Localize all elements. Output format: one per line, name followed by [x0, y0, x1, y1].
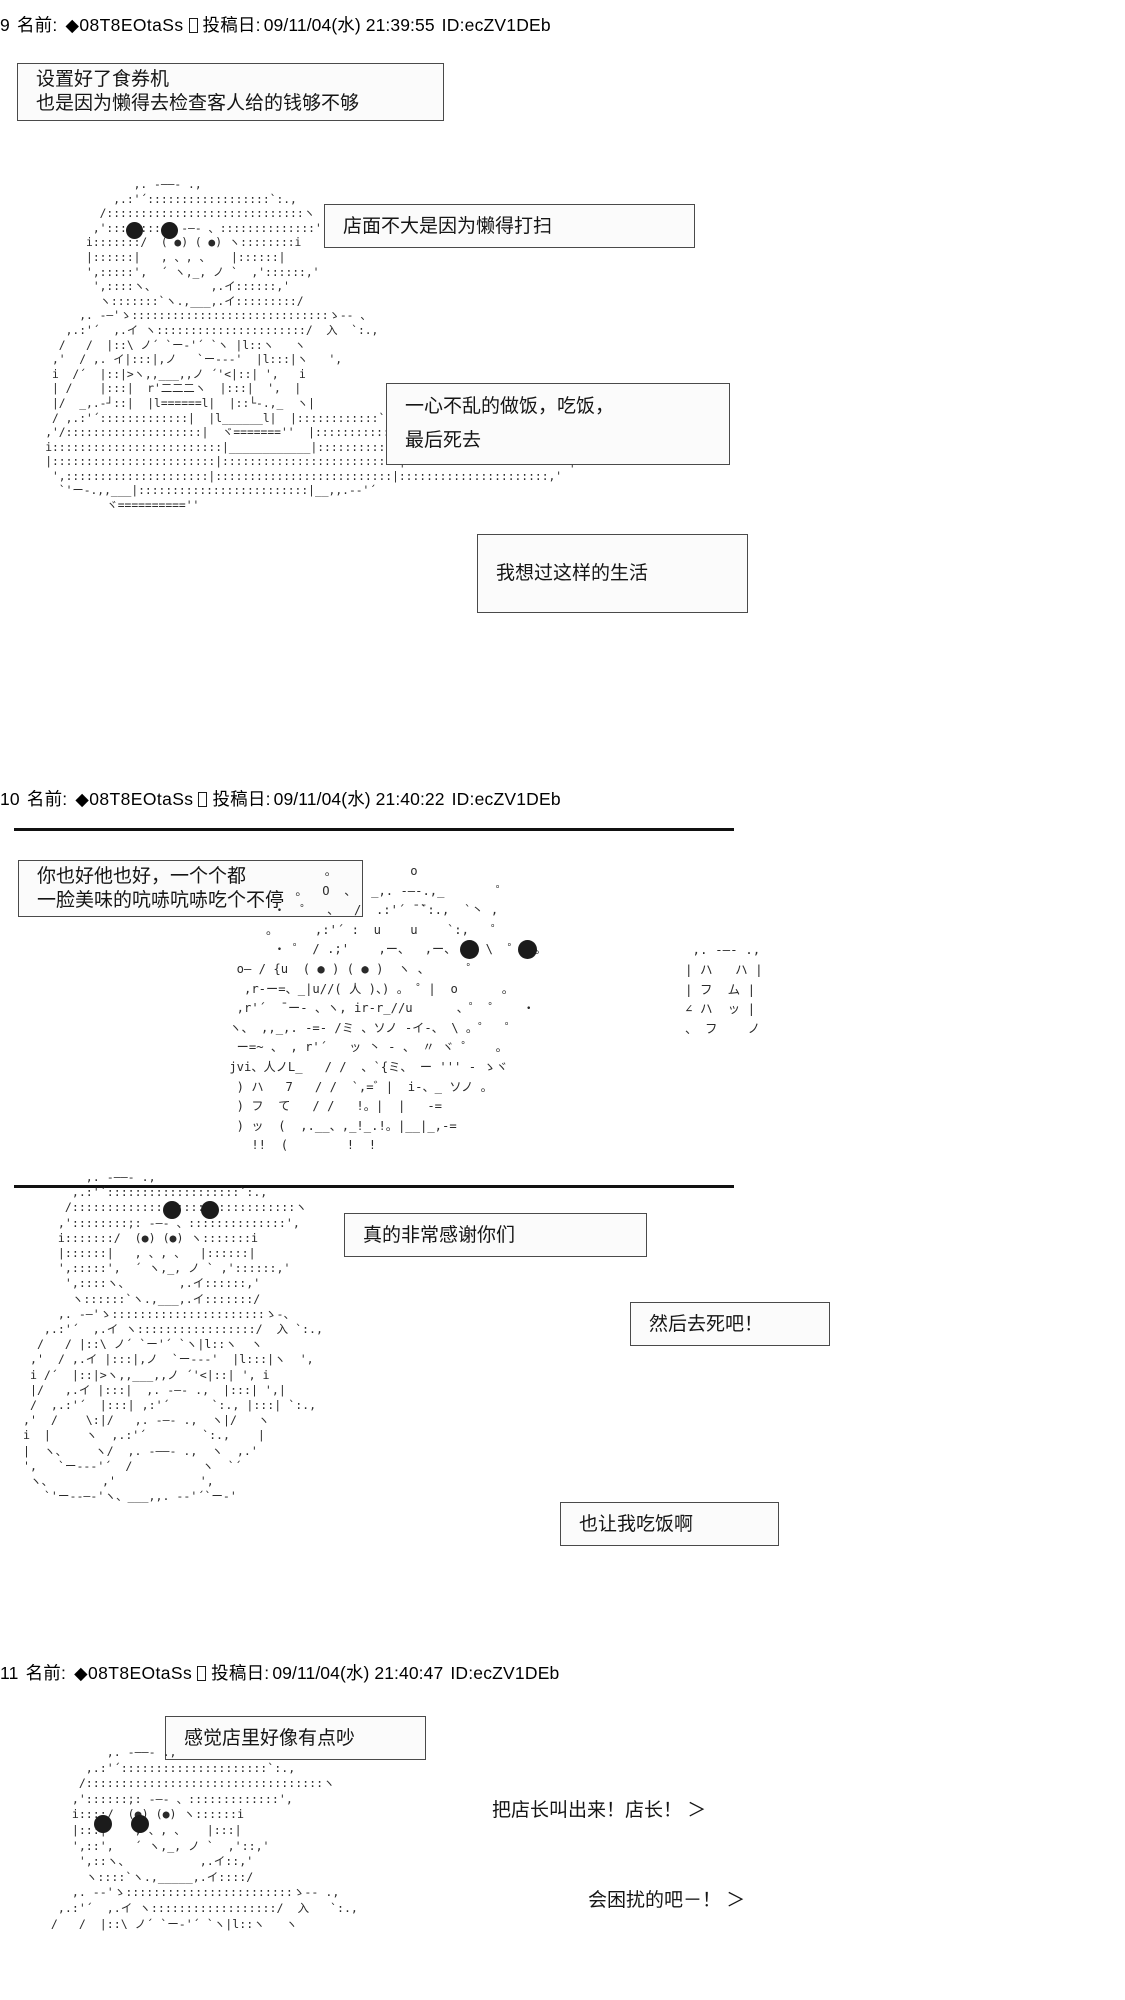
date-label: 投稿日: — [212, 789, 271, 809]
eye-left-icon — [163, 1201, 181, 1219]
post-number: 9 — [0, 15, 10, 35]
dialogue-line-call-manager: 把店长叫出来！店长！ ＞ — [492, 1800, 707, 1821]
speech-line: 设置好了食券机 — [36, 69, 170, 90]
frame-rule-top — [14, 828, 734, 831]
name-label: 名前: — [26, 789, 68, 809]
name-label: 名前: — [16, 15, 58, 35]
frame-rule-bottom — [14, 1185, 734, 1188]
post-id: ID:ecZV1DEb — [451, 789, 561, 809]
speech-line: 也是因为懒得去检查客人给的钱够不够 — [36, 93, 360, 114]
eye-right-icon — [518, 940, 537, 959]
speech-line: 真的非常感谢你们 — [363, 1224, 516, 1246]
speech-line: 店面不大是因为懒得打扫 — [343, 215, 553, 237]
post-date: 09/11/04(水) 21:39:55 — [263, 15, 435, 35]
post-date: 09/11/04(水) 21:40:22 — [273, 789, 445, 809]
eye-left-icon — [126, 222, 143, 239]
speech-box-p9-1: 设置好了食券机 也是因为懒得去检查客人给的钱够不够 — [17, 63, 444, 121]
speech-box-p10-1: 你也好他也好，一个个都 一脸美味的吭哧吭哧吃个不停 — [18, 860, 363, 917]
speech-line: 感觉店里好像有点吵 — [184, 1727, 356, 1749]
ascii-art-chef-2: ,. -――- ., ,.:'´:::::::::::::::::::`:., … — [22, 1170, 324, 1504]
post-id: ID:ecZV1DEb — [441, 15, 551, 35]
post-header-9: 9 名前: ◆08T8EOtaSs 投稿日:09/11/04(水) 21:39:55… — [0, 12, 551, 37]
post-number: 11 — [0, 1663, 19, 1683]
speech-line: 你也好他也好，一个个都 — [37, 865, 247, 887]
ascii-art-side-bubble: ,. -―- ., | ハ ハ | | フ ム | ∠ ハ ッ | 、 フ ノ — [685, 942, 763, 1037]
eye-right-icon — [161, 222, 178, 239]
speech-box-p11-1: 感觉店里好像有点吵 — [165, 1716, 426, 1760]
dialogue-line-trouble: 会困扰的吧－！ ＞ — [588, 1890, 746, 1911]
missing-glyph-icon — [188, 18, 198, 33]
date-label: 投稿日: — [202, 15, 261, 35]
speech-line: 也让我吃饭啊 — [579, 1513, 694, 1535]
speech-line: 我想过这样的生活 — [496, 563, 649, 584]
eye-right-icon — [201, 1201, 219, 1219]
name-label: 名前: — [25, 1663, 67, 1683]
post-header-10: 10 名前: ◆08T8EOtaSs 投稿日:09/11/04(水) 21:40:2… — [0, 786, 561, 811]
speech-line: 一心不乱的做饭，吃饭， — [405, 396, 615, 417]
speech-line: 最后死去 — [405, 430, 482, 451]
ascii-art-chef-1: ,. -――- ., ,.:'´::::::::::::::::::`:., /… — [45, 178, 576, 513]
speech-box-p10-3: 然后去死吧！ — [630, 1302, 830, 1346]
eye-right-icon — [131, 1815, 149, 1833]
post-header-11: 11 名前: ◆08T8EOtaSs 投稿日:09/11/04(水) 21:40:4… — [0, 1660, 560, 1685]
tripcode[interactable]: ◆08T8EOtaSs — [74, 1663, 193, 1683]
tripcode[interactable]: ◆08T8EOtaSs — [65, 15, 184, 35]
post-number: 10 — [0, 789, 20, 809]
speech-box-p9-4: 我想过这样的生活 — [477, 534, 748, 613]
eye-left-icon — [94, 1815, 112, 1833]
post-id: ID:ecZV1DEb — [450, 1663, 560, 1683]
tripcode[interactable]: ◆08T8EOtaSs — [75, 789, 194, 809]
speech-box-p10-4: 也让我吃饭啊 — [560, 1502, 779, 1546]
speech-box-p9-2: 店面不大是因为懒得打扫 — [324, 204, 695, 248]
eye-left-icon — [460, 940, 479, 959]
ascii-art-crowd: 。 o 。 O 、 _,. -―-.,_ ゜ ・ ゜ 、 / .:'´ ̄ ̄`… — [229, 864, 547, 1153]
speech-box-p9-3: 一心不乱的做饭，吃饭， 最后死去 — [386, 383, 730, 465]
speech-box-p10-2: 真的非常感谢你们 — [344, 1213, 647, 1257]
speech-line: 一脸美味的吭哧吭哧吃个不停 — [37, 889, 285, 911]
missing-glyph-icon — [197, 1666, 207, 1681]
date-label: 投稿日: — [211, 1663, 270, 1683]
missing-glyph-icon — [198, 792, 208, 807]
speech-line: 然后去死吧！ — [649, 1313, 764, 1335]
ascii-art-chef-3: ,. -――- ., ,.:'´:::::::::::::::::::::`:.… — [50, 1745, 358, 1931]
post-date: 09/11/04(水) 21:40:47 — [272, 1663, 444, 1683]
